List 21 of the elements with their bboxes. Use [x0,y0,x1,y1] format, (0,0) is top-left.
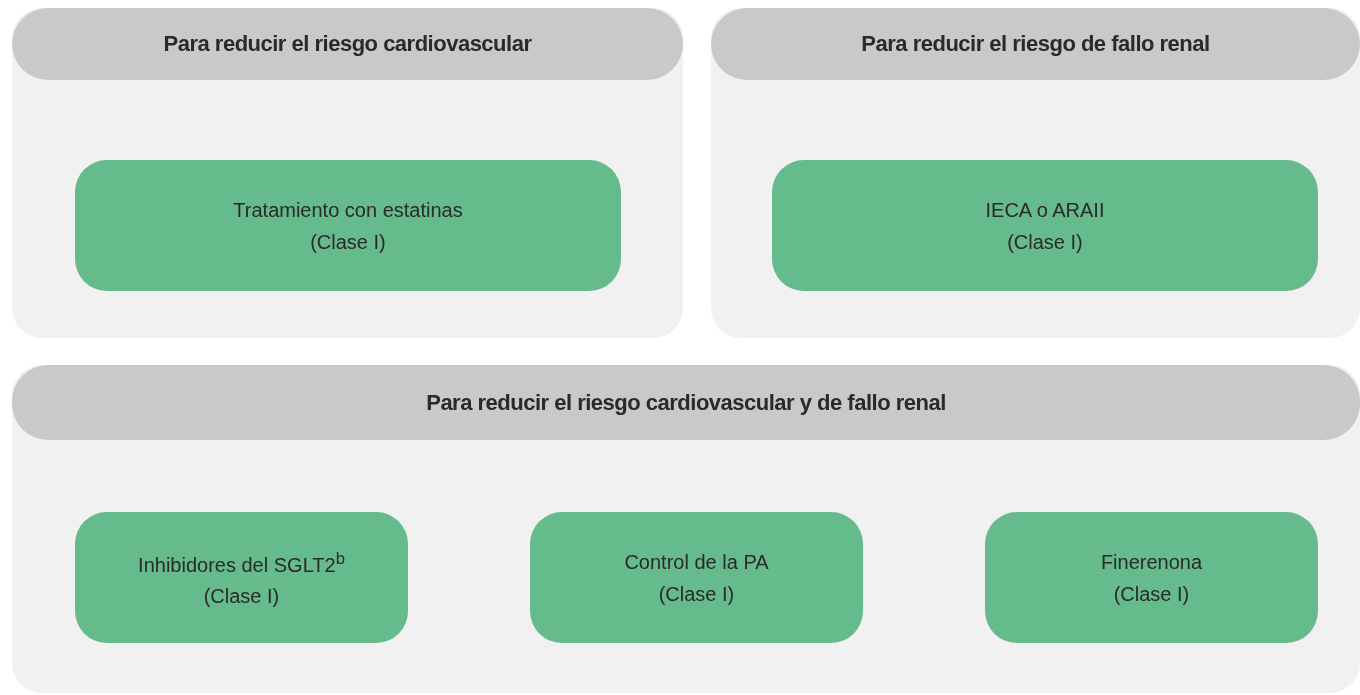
recommendation-class: (Clase I) [310,229,386,255]
recommendation-class: (Clase I) [1113,581,1190,607]
recommendation-class: (Clase I) [203,584,280,610]
recommendation-class: (Clase I) [658,581,735,607]
panel-heading: Para reducir el riesgo cardiovascular y de fallo renal [12,365,1360,440]
recommendation-box [985,512,1318,643]
treatment-name: Tratamiento con estatinas [233,197,463,223]
treatment-name: Control de la PA [624,549,769,575]
group-panel [711,8,1360,338]
recommendation-box [75,160,621,291]
group-panel [12,8,683,338]
group-panel [12,365,1360,693]
recommendation-class: (Clase I) [1007,229,1083,255]
panel-heading: Para reducir el riesgo de fallo renal [711,8,1360,80]
recommendation-box [772,160,1318,291]
recommendation-box [75,512,408,643]
treatment-name: Inhibidores del SGLT2$^{b}$ [138,547,345,578]
panel-heading: Para reducir el riesgo cardiovascular [12,8,683,80]
treatment-name: Finerenona [1100,549,1203,575]
treatment-name: IECA o ARAII [985,197,1105,223]
recommendation-box [530,512,863,643]
